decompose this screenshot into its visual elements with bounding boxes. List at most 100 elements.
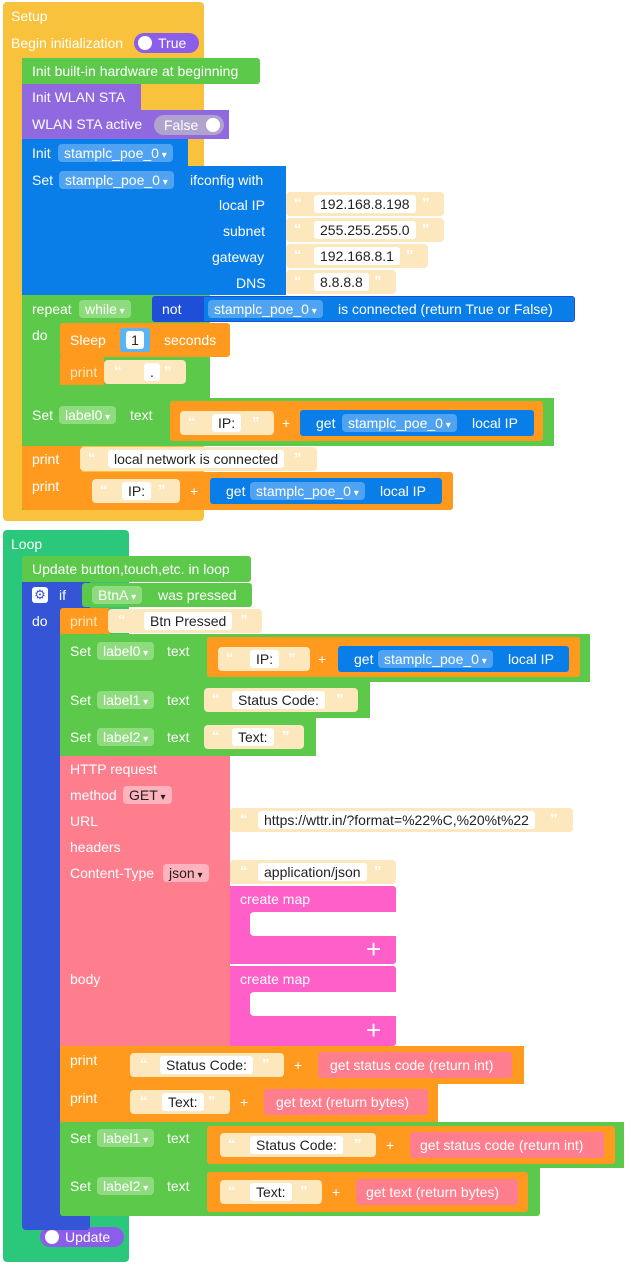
- text-string[interactable]: “ Text: ”: [220, 1180, 322, 1204]
- url-label: URL: [70, 813, 99, 829]
- create-map-block[interactable]: create map +: [230, 966, 396, 1046]
- print-btn-block[interactable]: print: [60, 608, 110, 634]
- content-type-string[interactable]: “ application/json ”: [230, 860, 396, 884]
- sleep-number[interactable]: 1: [126, 331, 144, 349]
- device-dropdown[interactable]: stamplc_poe_0: [59, 171, 174, 189]
- subnet-label: subnet: [223, 223, 266, 239]
- init-hardware-block[interactable]: Init built-in hardware at beginning: [22, 58, 260, 84]
- wlan-active-block[interactable]: WLAN STA active False: [22, 110, 229, 139]
- quote-close-icon: ”: [158, 482, 166, 499]
- text-string[interactable]: “ Text: ”: [130, 1090, 230, 1114]
- status-code-string[interactable]: “ Status Code: ”: [220, 1133, 376, 1157]
- get-text-block[interactable]: get text (return bytes): [264, 1089, 428, 1115]
- btn-pressed-string[interactable]: “ Btn Pressed ”: [108, 609, 262, 633]
- method-dropdown[interactable]: GET: [123, 786, 172, 804]
- begin-init-toggle[interactable]: True: [134, 33, 199, 53]
- local-ip-label: local IP: [380, 483, 426, 499]
- device-dropdown[interactable]: stamplc_poe_0: [342, 414, 457, 432]
- ip-prefix-value[interactable]: IP:: [122, 482, 152, 500]
- url-string[interactable]: “ https://wttr.in/?format=%22%C,%20%t%22…: [230, 808, 573, 832]
- ifconfig-block[interactable]: Set stamplc_poe_0 ifconfig with local IP…: [22, 166, 286, 295]
- get-local-ip-block[interactable]: get stamplc_poe_0 local IP: [338, 646, 569, 672]
- add-icon[interactable]: +: [366, 934, 382, 964]
- set-label: Set: [32, 407, 54, 423]
- text-value[interactable]: Text:: [162, 1093, 204, 1111]
- update-toggle[interactable]: Update: [40, 1227, 124, 1247]
- get-status-block[interactable]: get status code (return int): [410, 1132, 604, 1158]
- status-code-value[interactable]: Status Code:: [250, 1136, 343, 1154]
- text-string[interactable]: “ Text: ”: [204, 725, 304, 749]
- sleep-block[interactable]: Sleep 1 seconds: [60, 323, 230, 357]
- dns-value[interactable]: 8.8.8.8: [314, 273, 369, 291]
- is-connected-block[interactable]: stamplc_poe_0 is connected (return True …: [204, 297, 574, 321]
- device-dropdown[interactable]: stamplc_poe_0: [208, 300, 323, 318]
- add-icon[interactable]: +: [366, 1015, 382, 1045]
- print-label: print: [70, 364, 98, 380]
- get-status-block[interactable]: get status code (return int): [318, 1052, 512, 1078]
- ip-string[interactable]: “ IP: ”: [218, 647, 310, 671]
- label2-dropdown[interactable]: label2: [97, 1177, 155, 1195]
- label0-dropdown[interactable]: label0: [97, 642, 155, 660]
- label1-dropdown[interactable]: label1: [97, 691, 155, 709]
- content-type-dropdown[interactable]: json: [163, 864, 209, 882]
- ip-string[interactable]: “ IP: ”: [92, 479, 180, 503]
- ip-string[interactable]: “ IP: ”: [180, 411, 274, 435]
- status-code-value[interactable]: Status Code:: [232, 691, 325, 709]
- print-connected-block[interactable]: print: [22, 446, 82, 472]
- device-dropdown[interactable]: stamplc_poe_0: [250, 482, 365, 500]
- quote-open-icon: “: [140, 1056, 148, 1073]
- wlan-active-toggle[interactable]: False: [154, 115, 224, 135]
- status-code-string[interactable]: “ Status Code: ”: [130, 1053, 284, 1077]
- set-label: Set: [70, 729, 92, 745]
- gear-icon[interactable]: ⚙: [32, 587, 48, 603]
- create-map-block[interactable]: create map +: [230, 886, 396, 964]
- gateway-label: gateway: [212, 249, 265, 265]
- label2-dropdown[interactable]: label2: [97, 728, 155, 746]
- get-text-block[interactable]: get text (return bytes): [356, 1179, 518, 1205]
- label1-dropdown[interactable]: label1: [97, 1129, 155, 1147]
- get-local-ip-block[interactable]: get stamplc_poe_0 local IP: [300, 410, 534, 436]
- device-dropdown[interactable]: stamplc_poe_0: [378, 650, 493, 668]
- text-value[interactable]: Text:: [250, 1183, 292, 1201]
- local-ip-string[interactable]: “ 192.168.8.198 ”: [286, 192, 444, 216]
- ip-prefix-value[interactable]: IP:: [250, 650, 280, 668]
- dot-value[interactable]: .: [144, 363, 160, 381]
- dot-string[interactable]: “ . ”: [104, 360, 186, 384]
- quote-open-icon: “: [114, 363, 122, 380]
- while-dropdown[interactable]: while: [79, 300, 131, 318]
- update-button-block[interactable]: Update button,touch,etc. in loop: [22, 556, 251, 582]
- quote-open-icon: “: [140, 1093, 148, 1110]
- status-code-string[interactable]: “ Status Code: ”: [204, 688, 358, 712]
- button-dropdown[interactable]: BtnA: [92, 586, 143, 604]
- quote-open-icon: “: [88, 450, 96, 467]
- label0-dropdown[interactable]: label0: [59, 406, 117, 424]
- local-ip-value[interactable]: 192.168.8.198: [314, 195, 416, 213]
- btn-pressed-block[interactable]: BtnA was pressed: [82, 583, 252, 607]
- text-value[interactable]: Text:: [232, 728, 274, 746]
- toggle-knob-icon: [45, 1230, 59, 1244]
- quote-open-icon: “: [294, 195, 302, 212]
- get-local-ip-block[interactable]: get stamplc_poe_0 local IP: [210, 478, 442, 504]
- btn-pressed-value[interactable]: Btn Pressed: [144, 612, 233, 630]
- print-dot-block[interactable]: print: [60, 357, 104, 385]
- subnet-value[interactable]: 255.255.255.0: [314, 221, 416, 239]
- http-request-block[interactable]: HTTP request method GET URL headers Cont…: [60, 756, 230, 1046]
- sleep-label: Sleep: [70, 332, 106, 348]
- init-wlan-block[interactable]: Init WLAN STA: [22, 84, 141, 110]
- plus-operator: +: [294, 1057, 303, 1073]
- status-code-value[interactable]: Status Code:: [160, 1056, 253, 1074]
- init-device-block[interactable]: Init stamplc_poe_0: [22, 139, 188, 166]
- set-label: Set: [70, 1130, 92, 1146]
- dns-string[interactable]: “ 8.8.8.8 ”: [286, 270, 396, 294]
- content-type-value[interactable]: application/json: [258, 863, 367, 881]
- create-map-label: create map: [240, 971, 311, 987]
- connected-value[interactable]: local network is connected: [108, 450, 285, 468]
- url-value[interactable]: https://wttr.in/?format=%22%C,%20%t%22: [258, 811, 535, 829]
- subnet-string[interactable]: “ 255.255.255.0 ”: [286, 218, 444, 242]
- quote-open-icon: “: [228, 1183, 236, 1200]
- gateway-value[interactable]: 192.168.8.1: [314, 247, 400, 265]
- ip-prefix-value[interactable]: IP:: [212, 414, 242, 432]
- gateway-string[interactable]: “ 192.168.8.1 ”: [286, 244, 428, 268]
- connected-string[interactable]: “ local network is connected ”: [80, 447, 317, 471]
- device-dropdown[interactable]: stamplc_poe_0: [58, 144, 173, 162]
